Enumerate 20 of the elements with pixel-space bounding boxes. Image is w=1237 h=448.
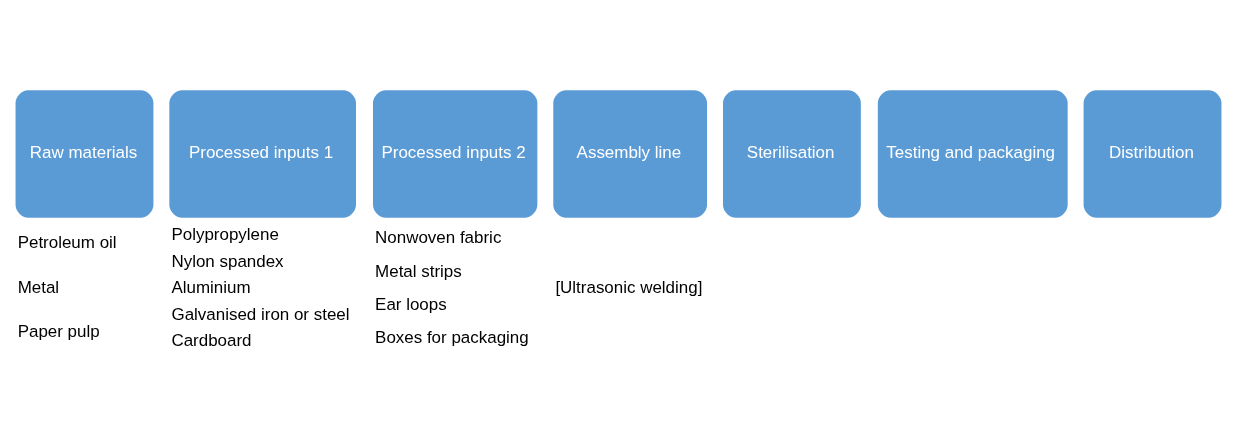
node-label: Metal strips [375, 261, 462, 281]
node-label: Aluminium [171, 278, 251, 298]
node-label: Nonwoven fabric [375, 227, 502, 247]
node-box: Processed inputs 1 [169, 90, 356, 218]
node-label: Polypropylene [171, 224, 279, 244]
node-box: Distribution [1083, 90, 1222, 218]
node-box: Processed inputs 2 [372, 90, 538, 218]
node-label: Ear loops [375, 295, 447, 315]
node-label: Nylon spandex [171, 251, 284, 271]
node-box: Raw materials [15, 90, 154, 218]
node-label: Cardboard [171, 331, 252, 351]
node-label: Boxes for packaging [375, 328, 529, 348]
node-box: Sterilisation [722, 90, 861, 218]
node-box: Testing and packaging [877, 90, 1068, 218]
node-label: Metal [17, 277, 60, 297]
node-label: Galvanised iron or steel [171, 304, 350, 324]
node-label: Paper pulp [17, 322, 100, 342]
node-label: [Ultrasonic welding] [555, 277, 703, 297]
node-label: Petroleum oil [17, 233, 117, 253]
node-box: Assembly line [553, 90, 708, 218]
